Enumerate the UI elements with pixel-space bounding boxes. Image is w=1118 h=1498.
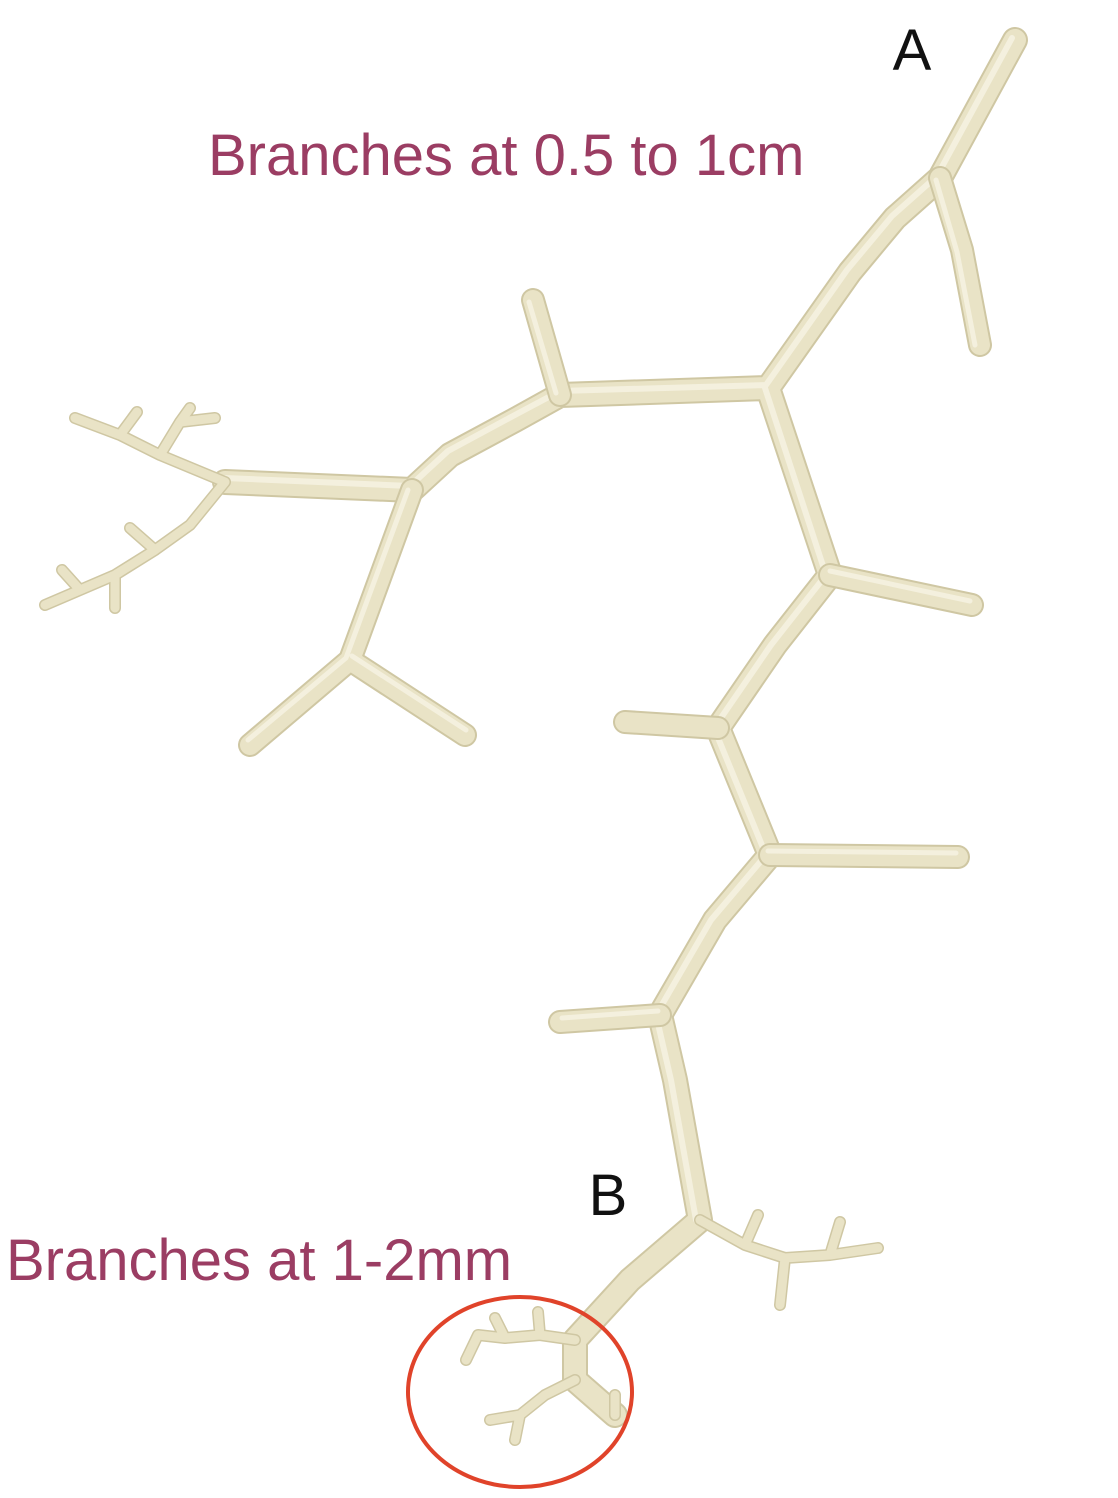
- label-branches-a: Branches at 0.5 to 1cm: [208, 123, 804, 188]
- fine-branches-left: [39, 402, 231, 614]
- fine-branches-b: [694, 1209, 884, 1311]
- label-point-b: B: [589, 1163, 628, 1228]
- highlight-circle: [406, 1295, 634, 1489]
- side-branches: [238, 166, 992, 1034]
- label-point-a: A: [893, 18, 932, 83]
- fine-branches-circled: [460, 1306, 621, 1446]
- label-branches-b: Branches at 1-2mm: [6, 1228, 512, 1293]
